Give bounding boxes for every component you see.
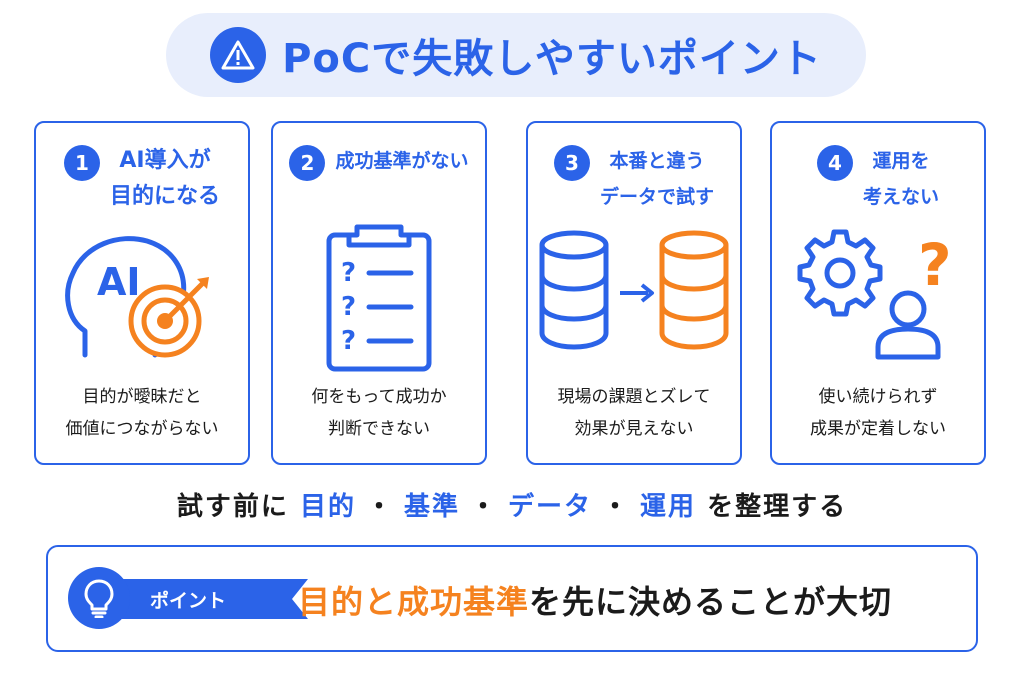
summary-item: 基準 xyxy=(403,492,460,522)
ai-head-target-icon: AI xyxy=(36,223,248,373)
card-2: 2 成功基準がない ? ? ? 何をもって成功か 判断できない xyxy=(271,121,487,465)
summary-item: 目的 xyxy=(299,492,356,522)
summary-line: 試す前に 目的・基準・データ・運用 を整理する xyxy=(0,486,1024,523)
card-description: 使い続けられず 成果が定着しない xyxy=(810,387,946,439)
card-description: 目的が曖昧だと 価値につながらない xyxy=(65,387,219,439)
card-title: AI導入が 目的になる xyxy=(109,148,220,209)
summary-item: 運用 xyxy=(640,492,697,522)
card-number: 3 xyxy=(553,145,590,181)
summary-separator: ・ xyxy=(602,492,631,522)
summary-prefix: 試す前に xyxy=(176,492,289,522)
card-number: 2 xyxy=(289,145,326,181)
card-1: 1 AI導入が 目的になる AI 目的が曖昧だと 価値につながらない xyxy=(34,121,250,465)
point-highlight: 目的と成功基準 xyxy=(298,583,530,621)
point-message: 目的と成功基準を先に決めることが大切 xyxy=(298,577,892,623)
svg-text:?: ? xyxy=(918,231,952,299)
svg-text:AI: AI xyxy=(97,260,141,304)
card-number: 1 xyxy=(63,145,100,181)
card-title: 本番と違う データで試す xyxy=(599,150,714,208)
card-description: 何をもって成功か 判断できない xyxy=(311,387,447,439)
summary-separator: ・ xyxy=(469,492,498,522)
svg-text:?: ? xyxy=(341,292,356,322)
point-box: ポイント 目的と成功基準を先に決めることが大切 xyxy=(46,545,978,652)
title-banner: PoCで失敗しやすいポイント xyxy=(166,13,866,97)
clipboard-questions-icon: ? ? ? xyxy=(273,223,485,373)
card-title: 運用を 考えない xyxy=(862,150,939,208)
summary-separator: ・ xyxy=(365,492,394,522)
card-description: 現場の課題とズレて 効果が見えない xyxy=(557,387,711,439)
warning-icon xyxy=(210,27,267,83)
card-4: 4 運用を 考えない ? 使い続けられず 成果が定着しない xyxy=(770,121,986,465)
gear-person-question-icon: ? xyxy=(772,223,984,373)
svg-text:?: ? xyxy=(341,326,356,356)
summary-suffix: を整理する xyxy=(707,492,848,522)
lightbulb-icon xyxy=(68,567,130,629)
database-arrow-database-icon xyxy=(528,223,740,373)
card-title: 成功基準がない xyxy=(335,150,469,172)
svg-text:?: ? xyxy=(341,258,356,288)
point-label: ポイント xyxy=(108,579,308,619)
card-number: 4 xyxy=(816,145,853,181)
summary-item: データ xyxy=(508,492,593,522)
point-rest: を先に決めることが大切 xyxy=(529,583,893,621)
page-title: PoCで失敗しやすいポイント xyxy=(282,36,822,82)
card-3: 3 本番と違う データで試す 現場の課題とズレて 効果が見えない xyxy=(526,121,742,465)
